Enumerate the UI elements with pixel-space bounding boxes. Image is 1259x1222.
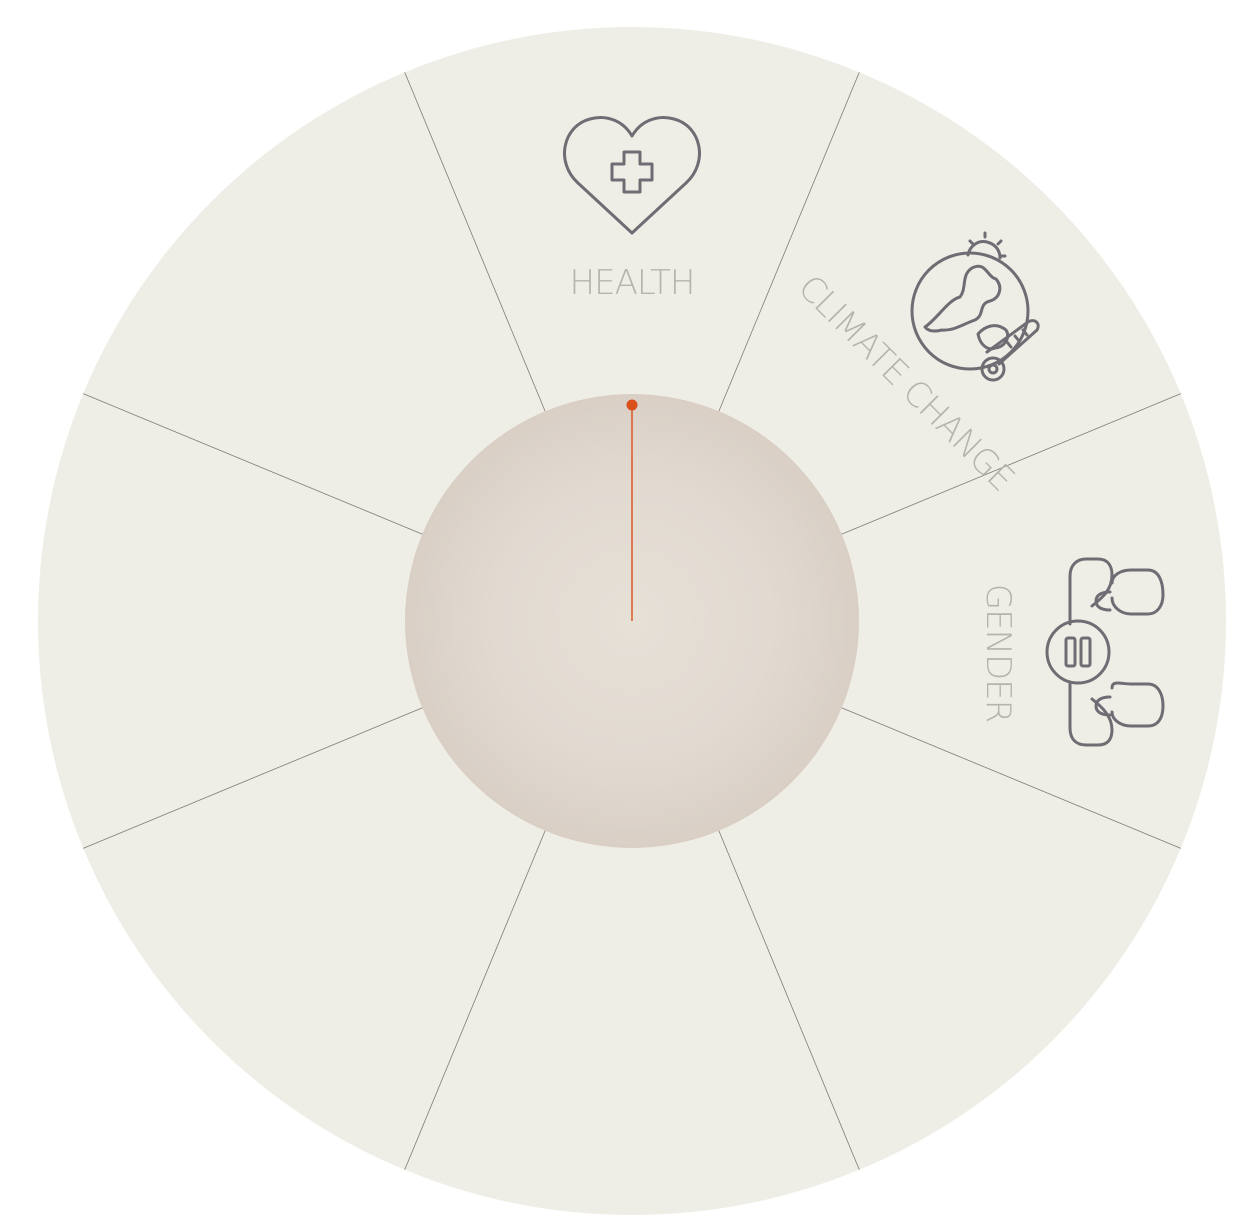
segment-divider xyxy=(841,707,1200,857)
segment-label-gender: GENDER xyxy=(978,584,1018,723)
globe-thermometer-icon xyxy=(910,231,1040,382)
segment-divider xyxy=(718,53,868,412)
pointer-dot xyxy=(626,399,638,411)
segment-divider xyxy=(718,830,868,1189)
segment-divider xyxy=(396,53,546,412)
segment-divider xyxy=(64,707,423,857)
segment-divider xyxy=(841,385,1200,535)
segment-gender[interactable]: GENDER xyxy=(978,557,1165,747)
segment-health[interactable]: HEALTH xyxy=(563,116,701,303)
heart-medical-cross-icon xyxy=(563,116,701,235)
segment-divider xyxy=(396,830,546,1189)
segment-divider xyxy=(64,385,423,535)
gender-equality-people-icon xyxy=(1045,557,1165,747)
segment-dividers xyxy=(64,53,1200,1189)
selection-pointer xyxy=(626,399,638,621)
segment-label-health: HEALTH xyxy=(570,263,695,303)
